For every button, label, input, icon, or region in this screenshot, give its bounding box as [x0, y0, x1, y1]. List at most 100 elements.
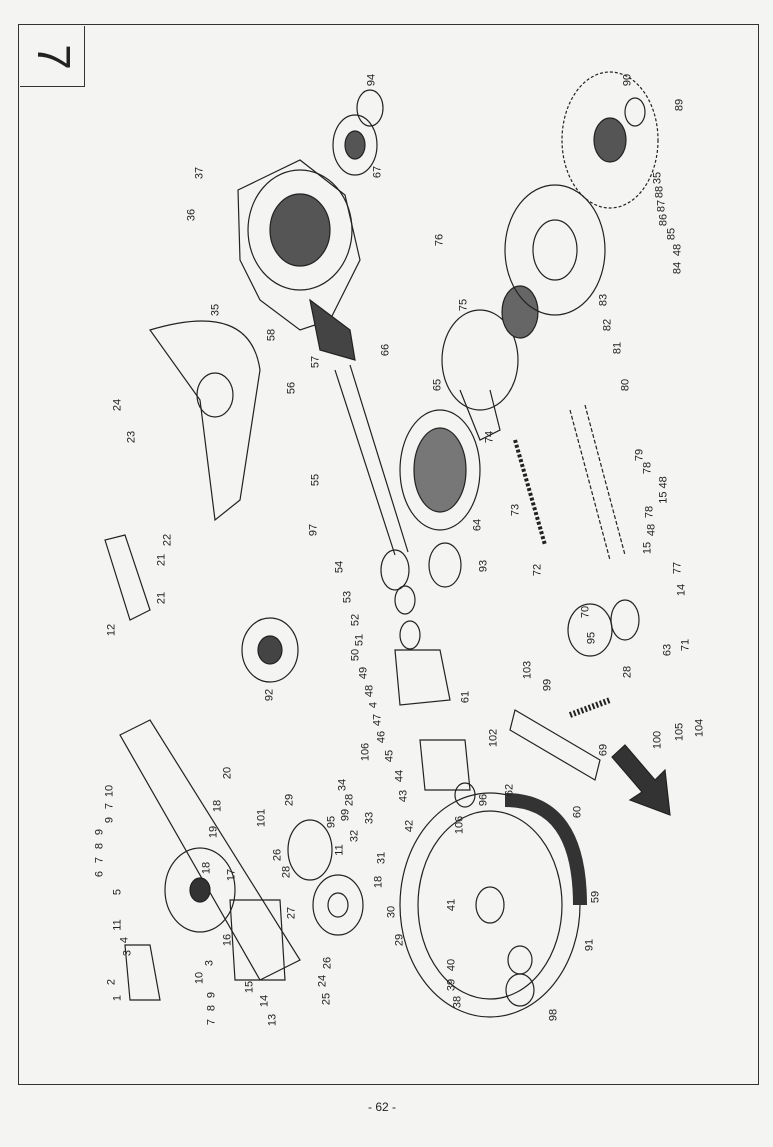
part-number-label: 29: [283, 793, 296, 807]
part-number-label: 36: [185, 208, 198, 222]
part-number-label: 3: [121, 949, 134, 957]
part-number-label: 60: [571, 805, 584, 819]
spring-69: [568, 697, 612, 718]
block-44: [419, 739, 471, 791]
part-number-label: 15: [243, 980, 256, 994]
part-number-label: 84: [671, 261, 684, 275]
part-number-label: 67: [371, 165, 384, 179]
part-number-label: 61: [459, 690, 472, 704]
part-number-label: 4: [367, 701, 380, 709]
part-number-label: 34: [336, 778, 349, 792]
part-number-label: 35: [651, 171, 664, 185]
pulley-30-hub: [327, 892, 349, 918]
part-number-label: 25: [320, 992, 333, 1006]
part-number-label: 99: [339, 808, 352, 822]
part-number-label: 100: [651, 730, 664, 750]
part-number-label: 95: [325, 815, 338, 829]
hub-74: [441, 309, 519, 441]
part-number-label: 32: [348, 829, 361, 843]
part-number-label: 81: [611, 341, 624, 355]
part-number-label: 103: [521, 660, 534, 680]
part-number-label: 92: [263, 688, 276, 702]
part-number-label: 9: [205, 991, 218, 999]
part-number-label: 78: [643, 505, 656, 519]
part-number-label: 97: [307, 523, 320, 537]
part-number-label: 51: [353, 633, 366, 647]
part-number-label: 21: [155, 553, 168, 567]
part-number-label: 70: [579, 605, 592, 619]
part-number-label: 48: [363, 684, 376, 698]
part-number-label: 56: [285, 381, 298, 395]
part-number-label: 37: [193, 166, 206, 180]
bearing-75: [501, 285, 539, 339]
crown-wheel-64: [399, 409, 481, 531]
part-number-label: 24: [316, 974, 329, 988]
part-number-label: 31: [375, 851, 388, 865]
part-number-label: 26: [271, 848, 284, 862]
bracket-16: [229, 899, 286, 981]
part-number-label: 79: [633, 448, 646, 462]
seal-89: [624, 97, 646, 127]
part-number-label: 53: [341, 590, 354, 604]
collar-39: [507, 945, 533, 975]
part-number-label: 71: [679, 638, 692, 652]
part-number-label: 11: [333, 844, 346, 856]
bearing-93: [428, 542, 462, 588]
part-number-label: 5: [111, 888, 124, 896]
collar-38: [505, 973, 535, 1007]
part-number-label: 43: [397, 789, 410, 803]
part-number-label: 4: [118, 936, 131, 944]
ring-53: [394, 585, 416, 615]
gear-70: [610, 599, 640, 641]
part-number-label: 73: [509, 503, 522, 517]
part-number-label: 46: [375, 730, 388, 744]
part-number-label: 7: [205, 1018, 218, 1026]
lever-62: [509, 709, 601, 781]
part-number-label: 21: [155, 591, 168, 605]
part-number-label: 3: [203, 959, 216, 967]
part-number-label: 77: [671, 561, 684, 575]
part-number-label: 78: [641, 461, 654, 475]
wheel-60: [399, 792, 587, 1018]
part-number-label: 69: [597, 743, 610, 757]
part-number-label: 42: [403, 819, 416, 833]
part-number-label: 101: [255, 808, 268, 828]
part-number-label: 106: [453, 815, 466, 835]
plate-1: [124, 944, 161, 1001]
part-number-label: 18: [200, 861, 213, 875]
part-number-label: 82: [601, 318, 614, 332]
part-number-label: 16: [221, 933, 234, 947]
flange-83: [504, 184, 606, 316]
part-number-label: 98: [547, 1008, 560, 1022]
part-number-label: 1: [111, 994, 124, 1002]
part-number-label: 59: [589, 890, 602, 904]
part-number-label: 10: [193, 971, 206, 985]
page-number: - 62 -: [368, 1100, 397, 1114]
part-number-label: 18: [211, 799, 224, 813]
part-number-label: 2: [105, 978, 118, 986]
page-frame: [18, 24, 759, 1085]
part-number-label: 58: [265, 328, 278, 342]
sprocket-90: [561, 71, 659, 209]
bearing-54: [380, 549, 410, 591]
part-number-label: 8: [205, 1004, 218, 1012]
bearing-92-bore: [257, 635, 283, 665]
part-number-label: 8: [93, 842, 106, 850]
pulley-5: [164, 847, 236, 933]
part-number-label: 94: [365, 73, 378, 87]
part-number-label: 96: [477, 793, 490, 807]
part-number-label: 15: [641, 541, 654, 555]
chain-73: [513, 439, 547, 546]
part-number-label: 23: [125, 430, 138, 444]
bearing-67-bore: [344, 130, 366, 160]
part-number-label: 89: [673, 98, 686, 112]
part-number-label: 17: [225, 868, 238, 882]
part-number-label: 14: [675, 583, 688, 597]
part-number-label: 104: [693, 718, 706, 738]
part-number-label: 72: [531, 563, 544, 577]
pulley-30: [312, 874, 364, 936]
part-number-label: 91: [583, 938, 596, 952]
part-number-label: 105: [673, 722, 686, 742]
gearbox-housing: [237, 159, 361, 361]
